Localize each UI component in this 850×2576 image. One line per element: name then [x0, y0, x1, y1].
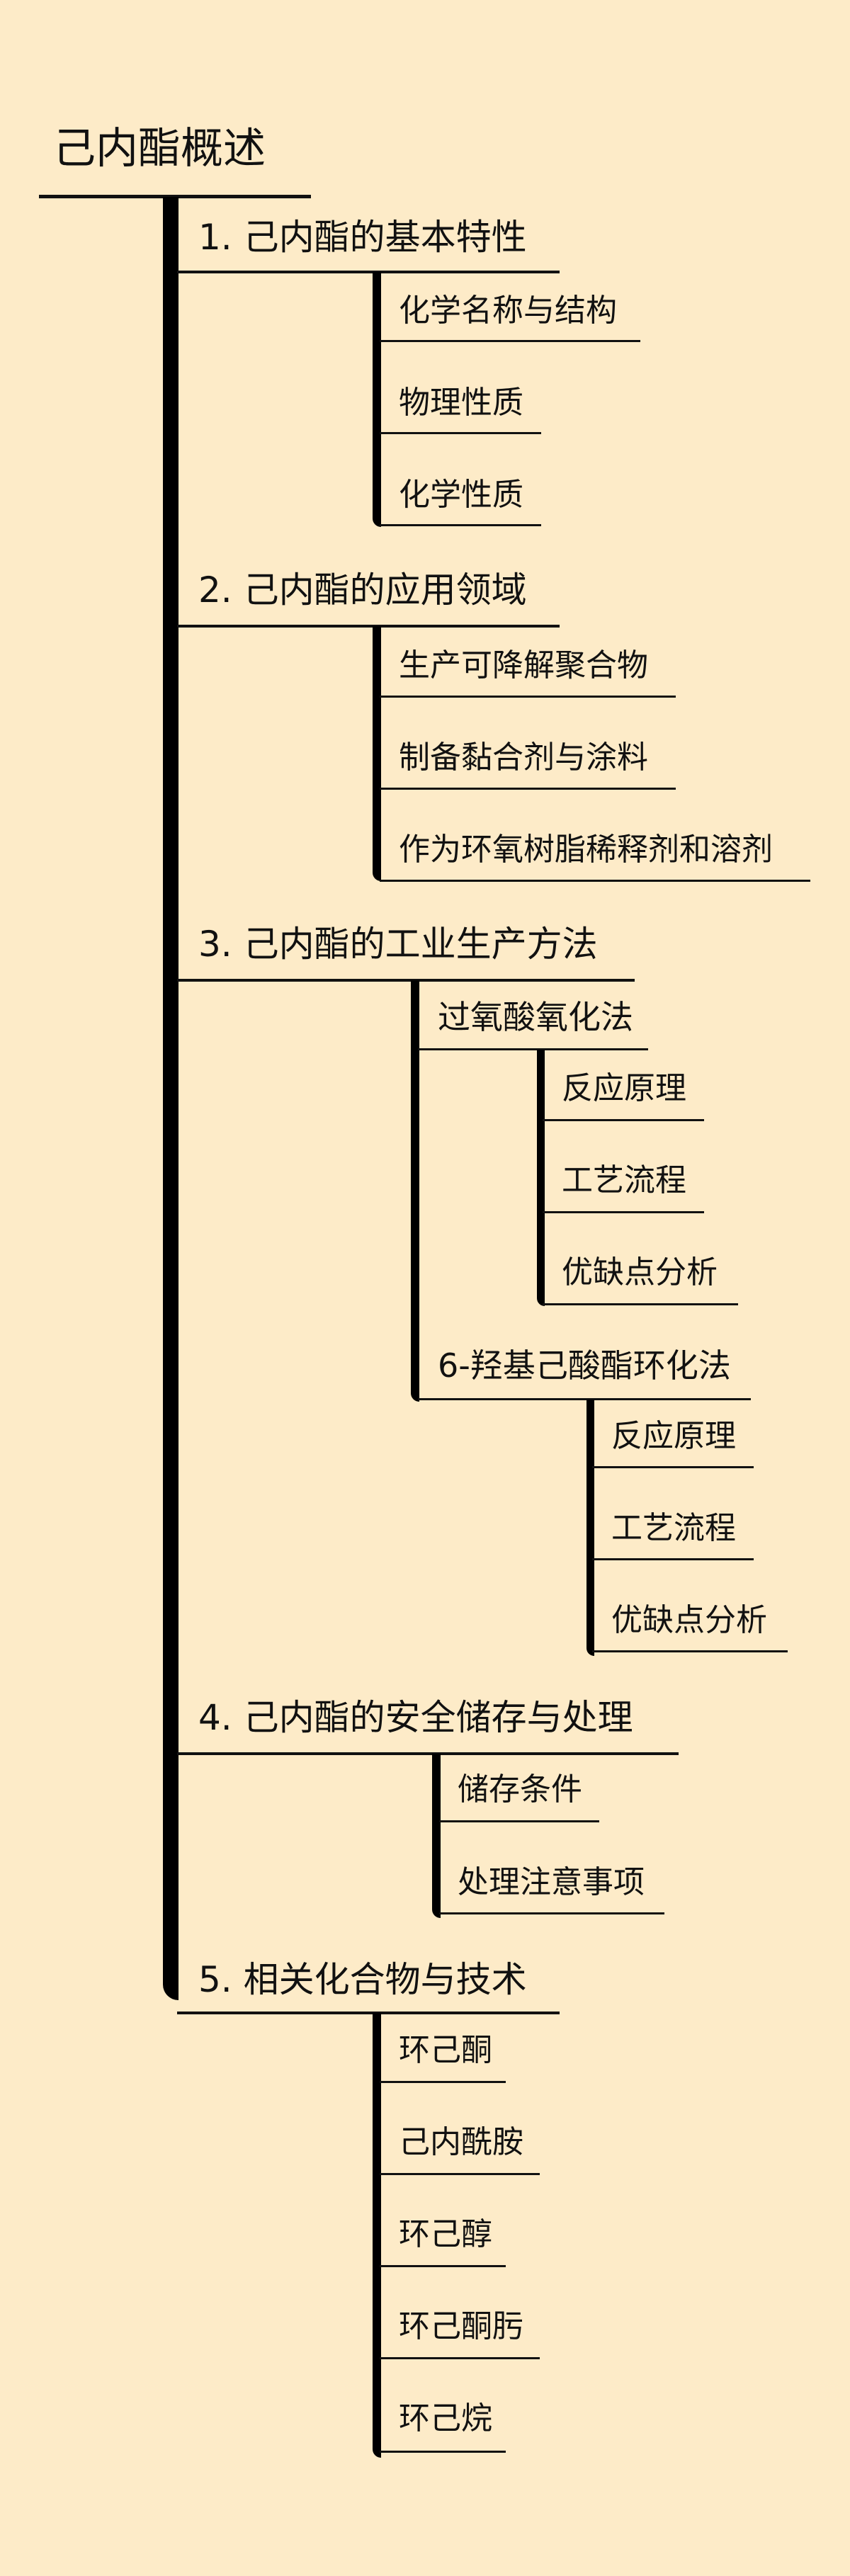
section-5-title[interactable]: 5. 相关化合物与技术: [198, 1959, 527, 2000]
method-1-item-1[interactable]: 反应原理: [562, 1070, 686, 1106]
section-2-underline: [177, 625, 560, 628]
method-1-item-1-underline: [543, 1119, 704, 1121]
section-2-item-3-underline: [380, 880, 810, 882]
section-5-item-1-underline: [380, 2081, 506, 2083]
section-2-item-2[interactable]: 制备黏合剂与涂料: [399, 739, 648, 776]
method-2-title[interactable]: 6-羟基己酸酯环化法: [438, 1346, 731, 1385]
method-2-item-2-underline: [592, 1558, 754, 1560]
section-2-branch: [373, 626, 381, 881]
method-2-item-1[interactable]: 反应原理: [611, 1418, 736, 1454]
section-5-item-3-underline: [380, 2265, 506, 2267]
section-5-item-3[interactable]: 环己醇: [399, 2216, 492, 2252]
section-2-item-1-underline: [380, 696, 676, 698]
section-5-item-4-underline: [380, 2357, 540, 2359]
root-title[interactable]: 己内酯概述: [53, 124, 266, 174]
section-2-item-2-underline: [380, 788, 676, 790]
section-2-title[interactable]: 2. 己内酯的应用领域: [198, 569, 527, 611]
method-2-underline: [418, 1398, 751, 1400]
section-5-item-4[interactable]: 环己酮肟: [399, 2308, 523, 2344]
root-trunk: [163, 197, 178, 2000]
method-1-item-3[interactable]: 优缺点分析: [562, 1254, 718, 1290]
section-4-title[interactable]: 4. 己内酯的安全储存与处理: [198, 1697, 633, 1738]
section-5-item-2[interactable]: 己内酰胺: [399, 2124, 523, 2160]
section-3-underline: [177, 979, 635, 982]
section-1-item-2[interactable]: 物理性质: [399, 385, 523, 421]
method-2-item-2[interactable]: 工艺流程: [611, 1510, 736, 1546]
section-1-title[interactable]: 1. 己内酯的基本特性: [198, 217, 527, 258]
section-1-branch: [373, 272, 381, 527]
method-2-item-1-underline: [592, 1466, 754, 1468]
section-1-item-3[interactable]: 化学性质: [399, 477, 523, 513]
section-4-branch: [432, 1754, 441, 1918]
section-1-item-2-underline: [380, 432, 541, 434]
method-1-branch: [537, 1050, 545, 1306]
section-1-underline: [177, 271, 560, 273]
method-2-item-3[interactable]: 优缺点分析: [611, 1602, 767, 1638]
method-1-item-3-underline: [543, 1303, 738, 1305]
section-4-item-1[interactable]: 储存条件: [458, 1771, 582, 1808]
section-4-item-1-underline: [439, 1820, 599, 1822]
method-1-underline: [418, 1048, 648, 1050]
method-1-title[interactable]: 过氧酸氧化法: [438, 998, 633, 1036]
section-5-item-2-underline: [380, 2173, 540, 2175]
method-1-item-2[interactable]: 工艺流程: [562, 1162, 686, 1198]
section-3-branch: [411, 980, 419, 1402]
section-1-item-3-underline: [380, 524, 541, 526]
root-underline: [39, 195, 311, 198]
section-5-item-5-underline: [380, 2451, 506, 2453]
section-5-item-1[interactable]: 环己酮: [399, 2032, 492, 2068]
method-2-branch: [586, 1400, 594, 1656]
section-2-item-1[interactable]: 生产可降解聚合物: [399, 647, 648, 683]
section-5-underline: [177, 2012, 560, 2014]
section-4-item-2[interactable]: 处理注意事项: [458, 1864, 645, 1900]
section-1-item-1-underline: [380, 340, 640, 342]
section-3-title[interactable]: 3. 己内酯的工业生产方法: [198, 924, 598, 965]
section-2-item-3[interactable]: 作为环氧树脂稀释剂和溶剂: [399, 832, 773, 868]
method-1-item-2-underline: [543, 1211, 704, 1213]
section-5-item-5[interactable]: 环己烷: [399, 2400, 492, 2436]
section-5-branch: [373, 2013, 381, 2458]
method-2-item-3-underline: [592, 1650, 788, 1652]
section-4-item-2-underline: [439, 1912, 664, 1914]
section-1-item-1[interactable]: 化学名称与结构: [399, 293, 617, 329]
section-4-underline: [177, 1752, 679, 1755]
